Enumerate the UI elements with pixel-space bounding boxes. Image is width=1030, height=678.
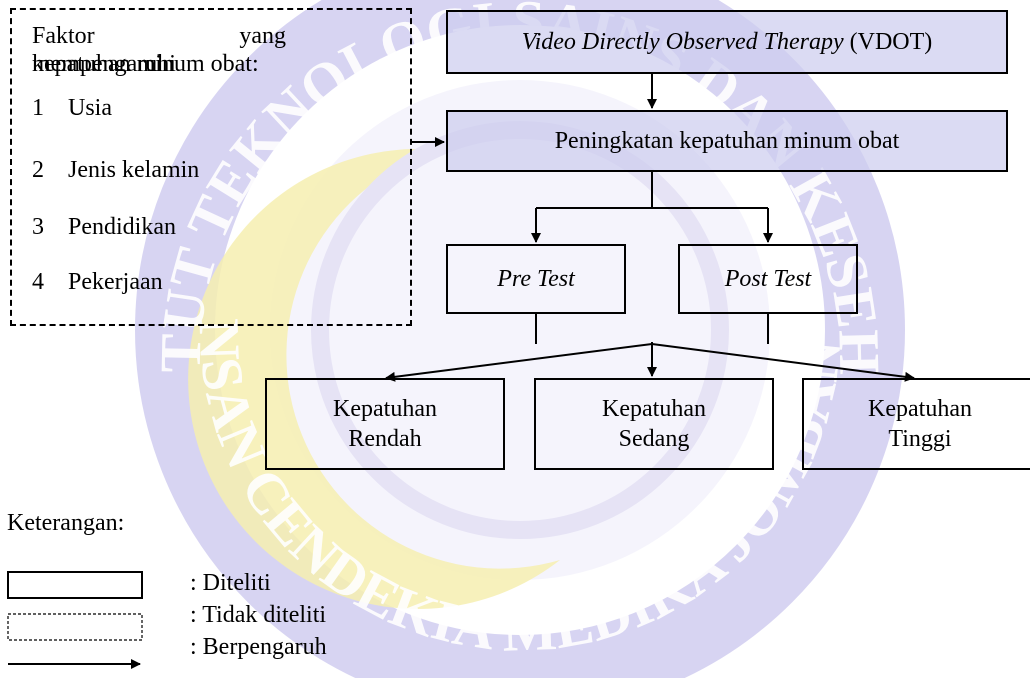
pre-test-box: Pre Test (446, 244, 626, 314)
legend-dashed-box-icon (7, 613, 143, 641)
arrow-to-rendah (385, 343, 653, 382)
arrow-to-tinggi (651, 343, 915, 382)
factors-title-line1: Faktor yang mempengaruhi (32, 23, 286, 77)
factors-box: Faktor yang mempengaruhi kepatuhan minum… (10, 8, 412, 326)
legend-solid-box-icon (7, 571, 143, 599)
peningkatan-text: Peningkatan kepatuhan minum obat (554, 128, 900, 154)
post-test-text: Post Test (724, 266, 812, 292)
vdot-abbr-text: (VDOT) (849, 29, 933, 55)
post-test-box: Post Test (678, 244, 858, 314)
vdot-box: Video Directly Observed Therapy (VDOT) (446, 10, 1008, 74)
vdot-italic-text: Video Directly Observed Therapy (521, 29, 844, 55)
factors-title-line2: kepatuhan minum obat: (32, 51, 259, 77)
peningkatan-box: Peningkatan kepatuhan minum obat (446, 110, 1008, 172)
legend-title: Keterangan: (7, 510, 125, 536)
pre-test-text: Pre Test (497, 266, 575, 292)
